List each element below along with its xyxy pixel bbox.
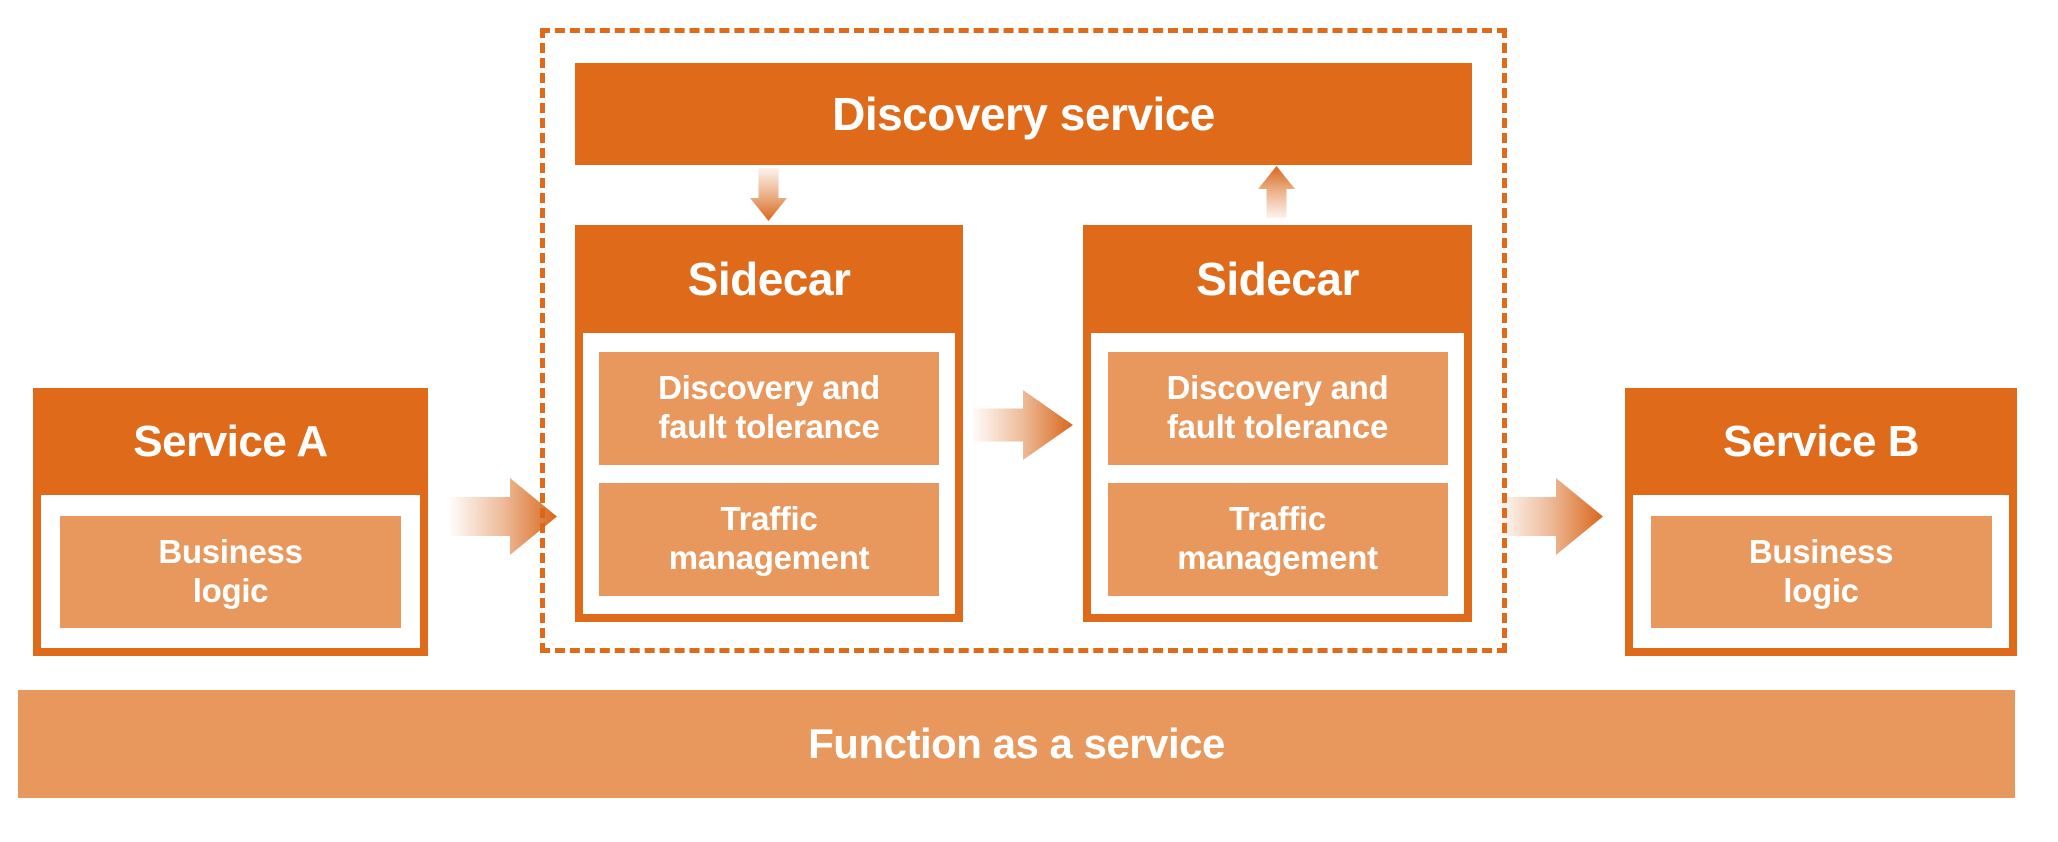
service-a-title: Service A [133,416,328,466]
sidecar-right-discovery-fault-tolerance-label: Discovery and fault tolerance [1166,369,1389,445]
service-b-title: Service B [1722,416,1920,466]
service-b-box: Service B Business logic [1625,388,2017,656]
faas-platform-bar: Function as a service [18,690,2015,798]
sidecar-left-title: Sidecar [687,253,851,305]
faas-platform-label: Function as a service [808,720,1225,767]
arrow-right-service-a-to-mesh-icon [450,478,557,555]
sidecar-left-discovery-fault-tolerance-label: Discovery and fault tolerance [658,369,880,445]
service-a-body: Business logic [41,495,420,648]
sidecar-right-discovery-fault-tolerance-box: Discovery and fault tolerance [1107,351,1448,465]
service-a-business-logic-box: Business logic [60,515,401,628]
discovery-service-box: Discovery service [575,63,1472,165]
service-b-business-logic-label: Business logic [1748,532,1894,609]
sidecar-right-box: Sidecar Discovery and fault tolerance Tr… [1083,225,1472,622]
sidecar-left-traffic-management-label: Traffic management [668,500,870,576]
arrow-up-sidecar-to-discovery-icon [1258,166,1295,218]
sidecar-left-traffic-management-box: Traffic management [599,482,939,596]
discovery-service-label: Discovery service [832,88,1215,140]
sidecar-left-discovery-fault-tolerance-box: Discovery and fault tolerance [599,351,939,465]
sidecar-right-traffic-management-box: Traffic management [1107,482,1448,596]
mesh-boundary [540,28,1507,653]
sidecar-left-box: Sidecar Discovery and fault tolerance Tr… [575,225,963,622]
arrow-down-discovery-to-sidecar-icon [750,168,787,221]
arrow-right-sidecar-to-sidecar-icon [973,390,1073,460]
service-b-body: Business logic [1633,495,2009,648]
service-b-business-logic-box: Business logic [1650,515,1992,628]
arrow-right-mesh-to-service-b-icon [1497,478,1603,555]
sidecar-right-traffic-management-label: Traffic management [1177,500,1378,576]
sidecar-left-body: Discovery and fault tolerance Traffic ma… [583,333,955,614]
sidecar-right-title: Sidecar [1196,253,1359,305]
service-a-business-logic-label: Business logic [158,532,303,609]
sidecar-right-body: Discovery and fault tolerance Traffic ma… [1091,333,1464,614]
service-a-box: Service A Business logic [33,388,428,656]
